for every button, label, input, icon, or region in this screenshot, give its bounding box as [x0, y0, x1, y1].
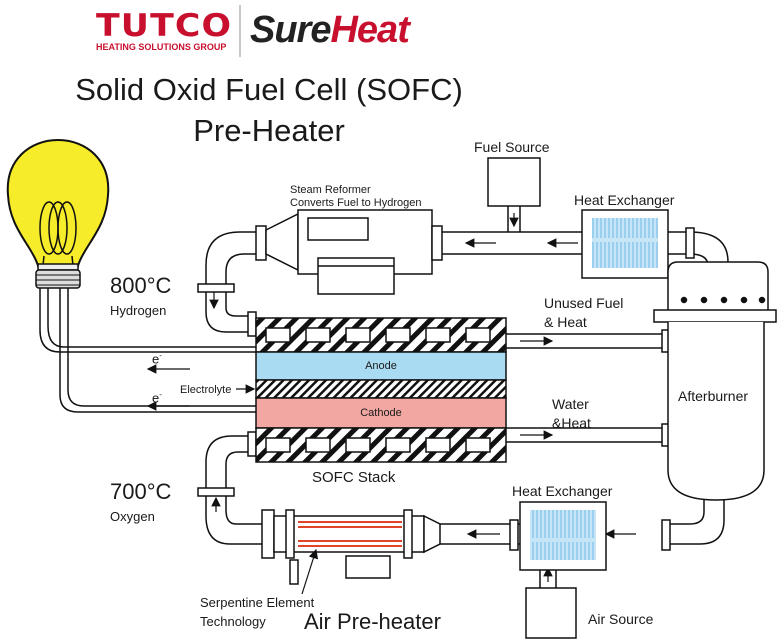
oxygen-temp: 700°C: [110, 479, 172, 504]
serpentine-technology-label: Technology: [200, 614, 266, 629]
oxygen-label: Oxygen: [110, 509, 155, 524]
cathode-layer: [255, 397, 507, 429]
air-preheater-label: Air Pre-heater: [304, 609, 441, 634]
sureheat-logo: SureHeat: [250, 9, 410, 52]
heat-exchanger-top: [581, 209, 669, 279]
water-heat-label: &Heat: [552, 415, 591, 431]
sofc-stack-label: SOFC Stack: [312, 469, 396, 486]
steam-reformer-label: Steam Reformer: [290, 184, 371, 196]
sureheat-logo-part1: Sure: [250, 9, 331, 51]
logo-divider: [239, 5, 241, 57]
flow-arrows: [209, 213, 636, 582]
tutco-tagline: HEATING SOLUTIONS GROUP: [96, 42, 227, 52]
hydrogen-temp: 800°C: [110, 273, 172, 298]
sureheat-logo-part2: Heat: [330, 9, 409, 51]
steam-reformer: [255, 209, 443, 295]
afterburner-label: Afterburner: [678, 388, 749, 404]
fuel-source-box: [487, 157, 541, 207]
hydrogen-label: Hydrogen: [110, 303, 167, 318]
air-source-box: [525, 587, 577, 639]
fuel-source-label: Fuel Source: [474, 139, 550, 155]
anode-label: Anode: [365, 360, 397, 372]
light-bulb-icon: [6, 138, 110, 289]
diagram-title-line1: Solid Oxid Fuel Cell (SOFC): [75, 72, 463, 107]
diagram-title-line2: Pre-Heater: [193, 113, 345, 148]
unused-fuel-heat-label: & Heat: [544, 314, 587, 330]
unused-fuel-label: Unused Fuel: [544, 295, 624, 311]
heat-exchanger-bottom-label: Heat Exchanger: [512, 483, 613, 499]
water-label: Water: [552, 396, 589, 412]
electron-wires: [39, 288, 256, 413]
air-source-label: Air Source: [588, 611, 654, 627]
heat-exchanger-bottom: [519, 501, 607, 571]
serpentine-heating-element: [298, 521, 402, 547]
electron-symbol: e: [152, 390, 160, 406]
electron-label-bottom: e-: [152, 390, 162, 406]
electrolyte-layer: [255, 379, 507, 399]
afterburner: [653, 261, 777, 501]
tutco-logo: TUTCO: [96, 8, 233, 44]
anode-layer: [255, 351, 507, 381]
electrolyte-label: Electrolyte: [180, 384, 232, 396]
steam-reformer-desc: Converts Fuel to Hydrogen: [290, 197, 422, 209]
cathode-label: Cathode: [360, 407, 402, 419]
heat-exchanger-top-label: Heat Exchanger: [574, 192, 675, 208]
electron-label-top: e-: [152, 351, 162, 367]
serpentine-label: Serpentine Element: [200, 595, 315, 610]
electron-symbol: e: [152, 351, 160, 367]
sofc-stack: [255, 317, 507, 463]
